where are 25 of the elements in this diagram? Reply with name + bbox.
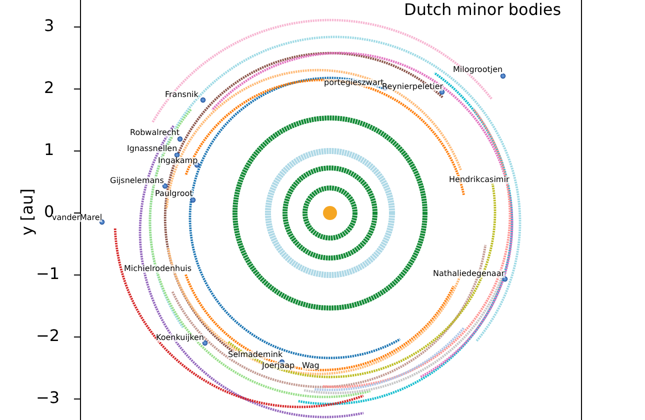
body-name: Ingakamp: [158, 157, 198, 165]
body-name: Milogrootjen: [453, 66, 503, 74]
body-name: portegieszwart: [324, 79, 384, 87]
body-name: Nathaliedegenaar: [433, 270, 505, 278]
body-name: Gijsnelemans: [110, 177, 164, 185]
tick-label: −2: [36, 328, 60, 344]
chart-title: Dutch minor bodies: [404, 2, 562, 18]
axis-label: y [au]: [19, 188, 35, 236]
tick-label: 2: [44, 80, 54, 96]
body-name: Michielrodenhuis: [124, 265, 192, 273]
tick-label: 1: [44, 142, 54, 158]
body-name: Selmademink: [228, 351, 283, 359]
body-name: Robwalrecht: [130, 129, 180, 137]
tick-label: 3: [44, 18, 54, 34]
body-name: Hendrikcasimir: [449, 176, 510, 184]
body-name: Wag: [302, 362, 320, 370]
body-name: Joerjaap: [262, 362, 295, 370]
body-name: Koenkuijken: [156, 334, 204, 342]
body-name: Fransnik: [165, 91, 198, 99]
tick-label: −1: [36, 266, 60, 282]
body-name: Reynierpeletier: [382, 83, 444, 91]
tick-label: −3: [36, 390, 60, 406]
body-name: Ignassnellen: [127, 145, 178, 153]
body-name: Paulgroot: [155, 190, 193, 198]
body-name: vanderMarel: [52, 214, 102, 222]
